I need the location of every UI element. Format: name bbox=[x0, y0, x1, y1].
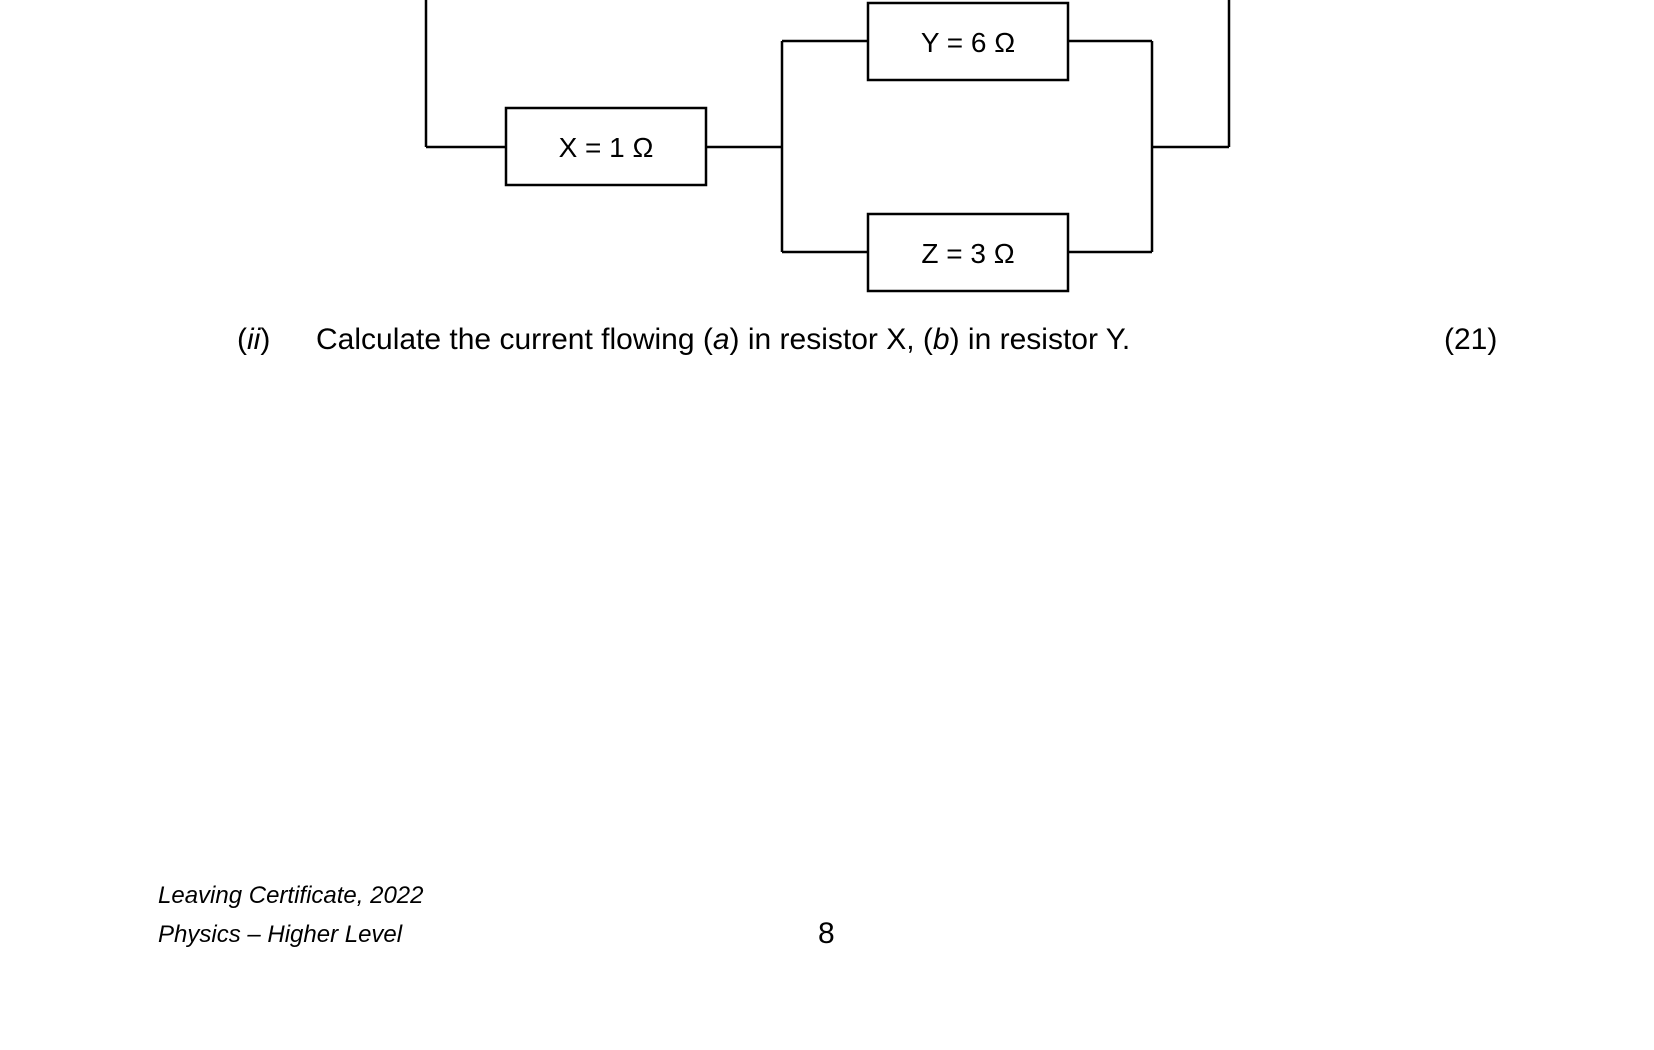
question-number-roman: ii bbox=[247, 323, 261, 356]
page-number: 8 bbox=[818, 917, 835, 950]
resistor-y: Y = 6 Ω bbox=[866, 1, 1070, 82]
question-number-close: ) bbox=[260, 323, 271, 356]
question-text-part-2: ) in resistor X, ( bbox=[729, 323, 933, 356]
question-text-part-b: b bbox=[932, 323, 950, 356]
resistor-x-label: X = 1 Ω bbox=[559, 132, 654, 163]
question-text-part-1: Calculate the current flowing ( bbox=[316, 323, 713, 356]
resistor-y-label: Y = 6 Ω bbox=[921, 27, 1015, 58]
question-text-part-3: ) in resistor Y. bbox=[949, 323, 1131, 356]
circuit-diagram: X = 1 Ω Y = 6 Ω Z = 3 Ω bbox=[424, 0, 1231, 293]
resistor-z: Z = 3 Ω bbox=[866, 212, 1070, 293]
question-text: Calculate the current flowing (a) in res… bbox=[316, 322, 1130, 358]
resistor-z-label: Z = 3 Ω bbox=[921, 238, 1014, 269]
footer-subject: Physics – Higher Level bbox=[158, 921, 403, 948]
question-number: (ii) bbox=[237, 322, 270, 358]
footer-exam-title: Leaving Certificate, 2022 bbox=[158, 882, 424, 909]
question-marks: (21) bbox=[1444, 323, 1498, 356]
question-number-open: ( bbox=[237, 323, 247, 356]
question-text-part-a: a bbox=[712, 323, 730, 356]
resistor-x: X = 1 Ω bbox=[504, 106, 708, 187]
